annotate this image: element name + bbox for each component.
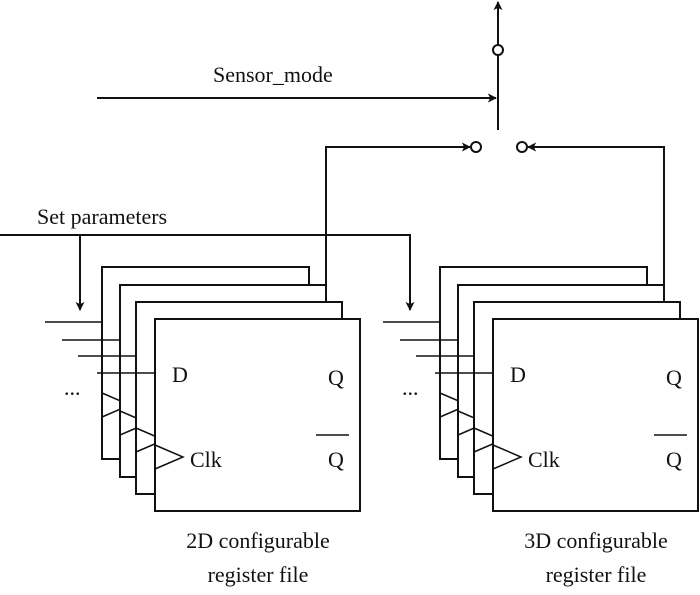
contact-3d (516, 141, 528, 153)
qbar-label: Q (328, 447, 344, 472)
set-parameters-wire (0, 234, 415, 311)
register-file-title: 2D configurable (186, 528, 330, 553)
register-file-3d: D Q Q Clk... 3D configurable register file (383, 266, 699, 587)
qbar-label: Q (666, 447, 682, 472)
d-label: D (172, 362, 188, 387)
register-file-subtitle: register file (208, 562, 309, 587)
sensor-mode-label: Sensor_mode (213, 62, 333, 87)
set-parameters-label: Set parameters (37, 204, 167, 229)
register-card (154, 318, 361, 512)
clock-triangle-icon (154, 444, 185, 470)
register-file-2d: D Q Q Clk... 2D configurable register file (45, 266, 361, 587)
q-label: Q (666, 365, 682, 390)
ellipsis: ... (402, 375, 419, 400)
output-contact (492, 44, 504, 56)
register-file-subtitle: register file (546, 562, 647, 587)
contact-2d (470, 141, 482, 153)
clk-label: Clk (190, 447, 222, 472)
2d-output-wire (325, 142, 471, 298)
clock-triangle-icon (492, 444, 523, 470)
3d-output-wire (527, 142, 665, 298)
register-card (492, 318, 699, 512)
ellipsis: ... (64, 375, 81, 400)
register-file-title: 3D configurable (524, 528, 668, 553)
q-label: Q (328, 365, 344, 390)
d-label: D (510, 362, 526, 387)
clk-label: Clk (528, 447, 560, 472)
